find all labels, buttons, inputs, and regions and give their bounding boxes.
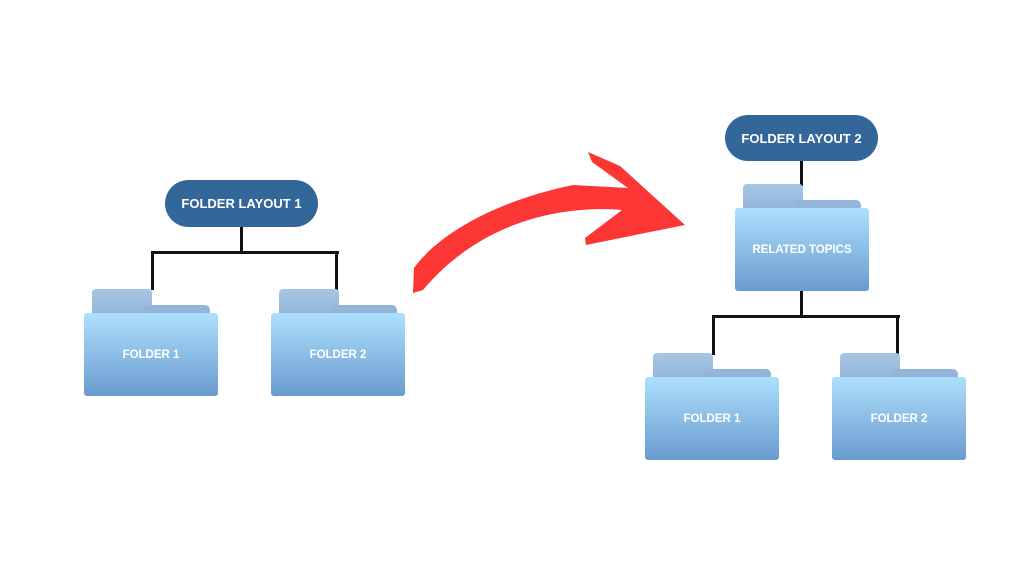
red-arrow (413, 152, 685, 293)
connector (896, 315, 899, 355)
folder-icon: RELATED TOPICS (735, 184, 869, 291)
connector (240, 227, 243, 253)
parent-folder-label: RELATED TOPICS (735, 208, 869, 291)
folder-icon: FOLDER 1 (84, 289, 218, 396)
connector (335, 251, 338, 290)
folder-icon: FOLDER 1 (645, 353, 779, 460)
layout1-title: FOLDER LAYOUT 1 (165, 180, 318, 227)
layout2-title: FOLDER LAYOUT 2 (725, 115, 878, 161)
connector (151, 251, 339, 254)
folder-label: FOLDER 1 (84, 313, 218, 396)
folder-icon: FOLDER 2 (832, 353, 966, 460)
folder-label: FOLDER 2 (832, 377, 966, 460)
connector (712, 315, 715, 355)
folder-label: FOLDER 1 (645, 377, 779, 460)
folder-label: FOLDER 2 (271, 313, 405, 396)
connector (151, 251, 154, 290)
connector (712, 315, 900, 318)
connector (800, 291, 803, 317)
connector (800, 161, 803, 186)
folder-icon: FOLDER 2 (271, 289, 405, 396)
